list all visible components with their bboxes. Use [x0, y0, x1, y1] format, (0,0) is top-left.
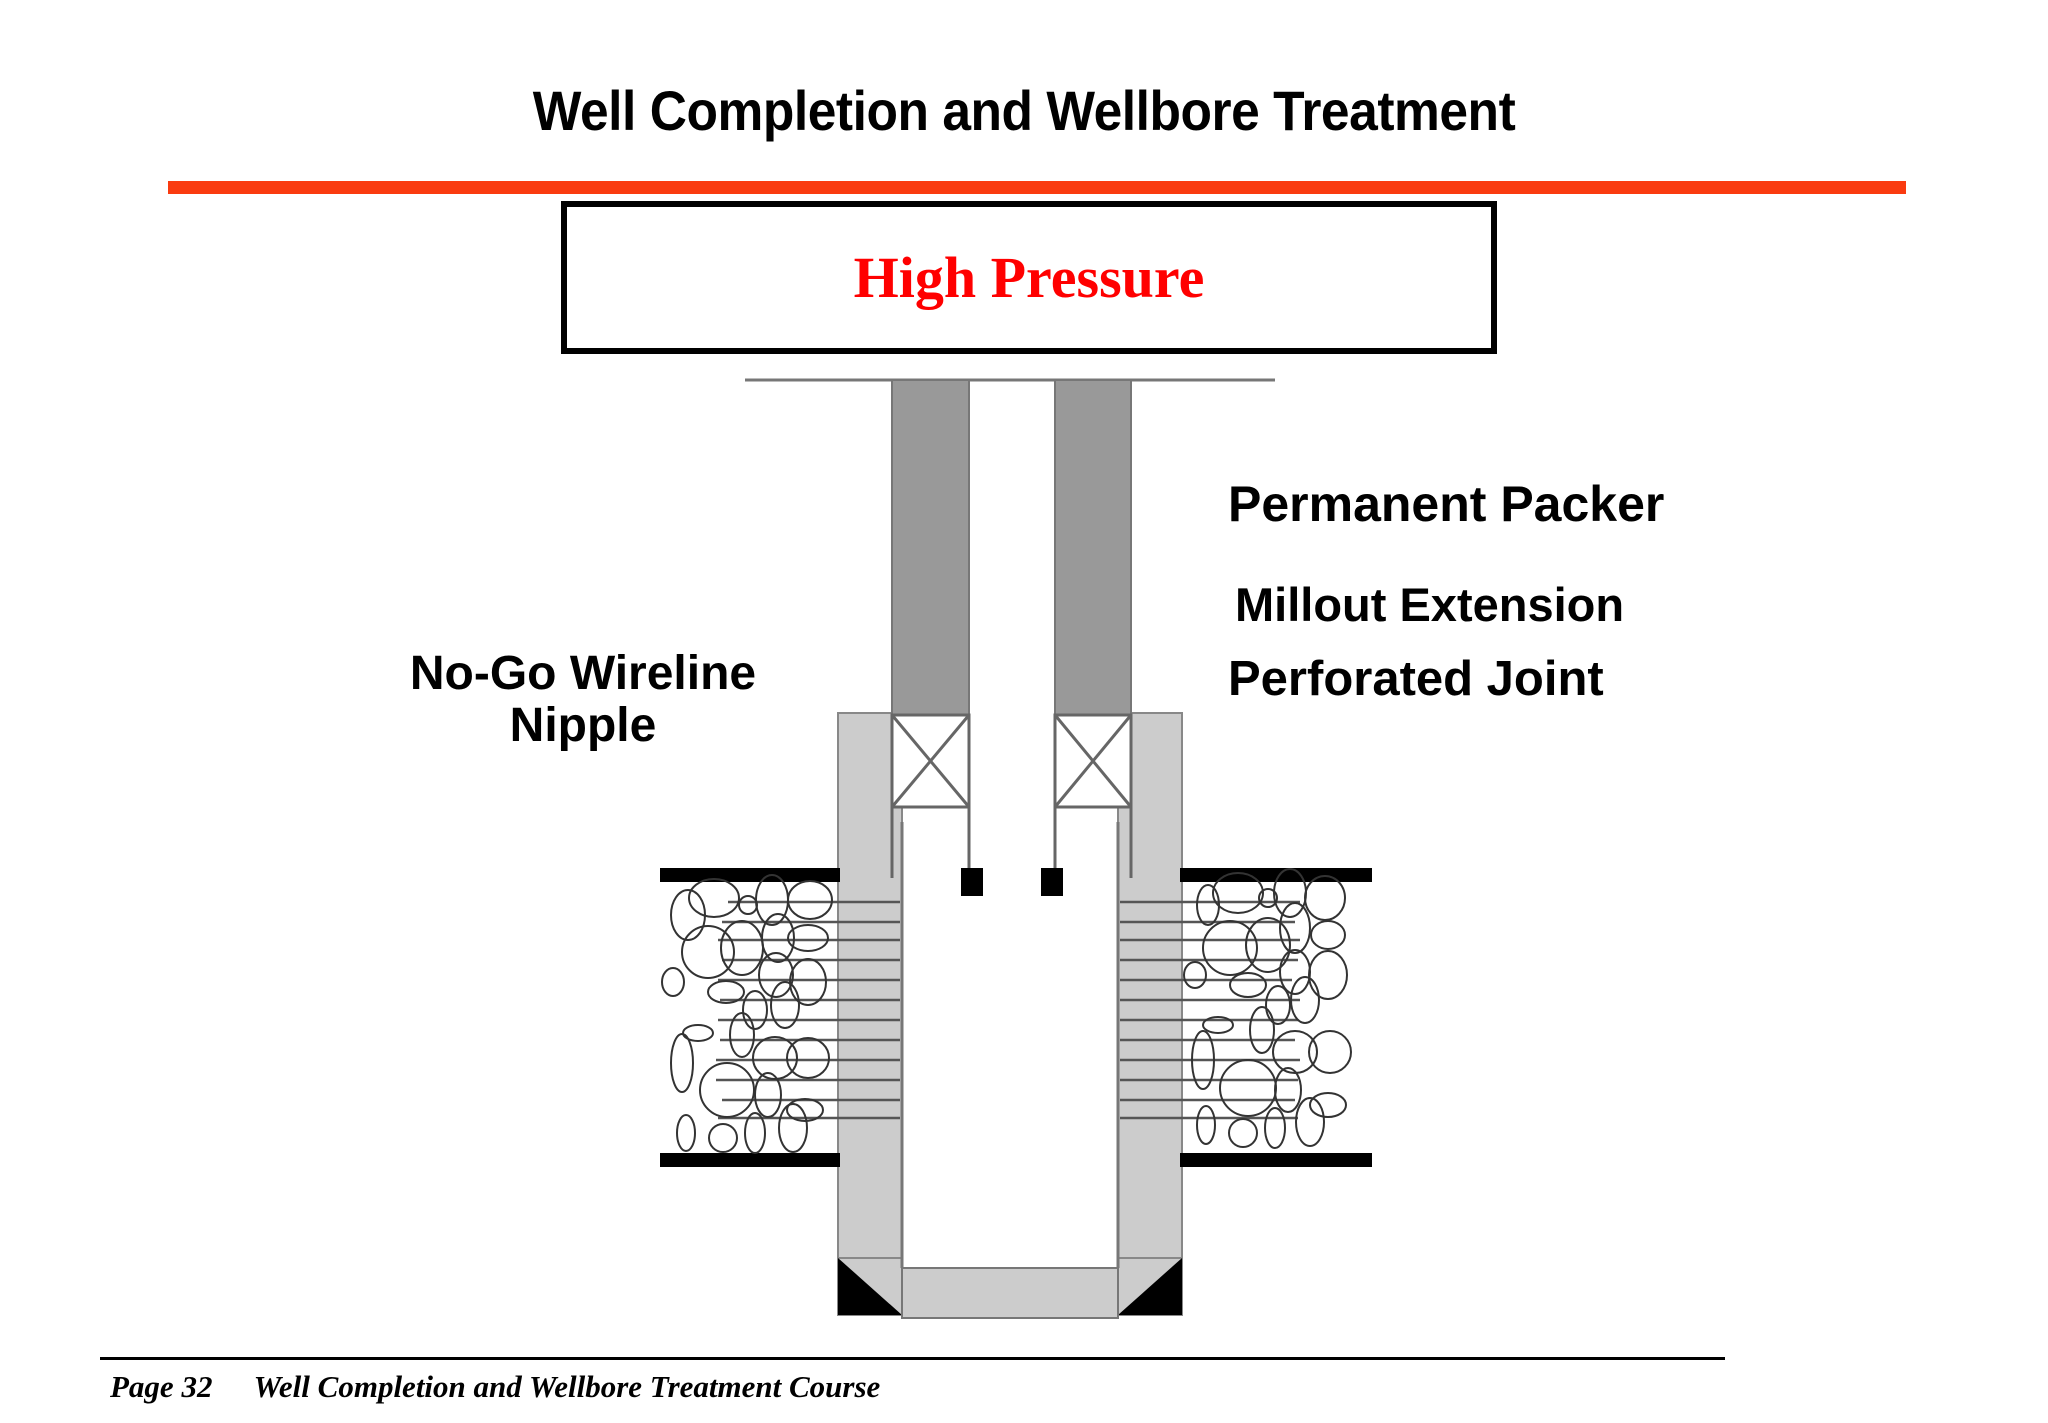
- label-perforated-joint: Perforated Joint: [1228, 652, 1604, 706]
- page-title: Well Completion and Wellbore Treatment: [532, 79, 1516, 142]
- right-tubing-string: [1054, 379, 1132, 716]
- left-producing-formation: [660, 868, 900, 1167]
- high-pressure-callout-box: High Pressure: [561, 201, 1497, 354]
- footer-page-number: Page 32: [110, 1369, 213, 1404]
- right-casing-wall: [1117, 712, 1183, 1316]
- title-divider-rule: [168, 181, 1906, 194]
- label-millout-extension: Millout Extension: [1235, 578, 1625, 631]
- left-tubing-string: [891, 379, 970, 716]
- footer: Page 32 Well Completion and Wellbore Tre…: [110, 1369, 880, 1405]
- right-packer-element: [1053, 713, 1133, 809]
- label-no-go-wireline-nipple: No-Go Wireline Nipple: [318, 648, 848, 752]
- label-permanent-packer: Permanent Packer: [1228, 476, 1665, 532]
- left-no-go-shoulder: [961, 868, 983, 896]
- footer-course-title: Well Completion and Wellbore Treatment C…: [253, 1369, 881, 1404]
- left-casing-wall: [837, 712, 903, 1316]
- right-producing-formation: [1120, 868, 1372, 1167]
- right-no-go-shoulder: [1041, 868, 1063, 896]
- left-packer-element: [890, 713, 971, 809]
- footer-divider-rule: [100, 1357, 1725, 1360]
- label-no-go-line1: No-Go Wireline: [409, 647, 757, 700]
- left-bottom-wedge: [837, 1257, 903, 1316]
- right-bottom-wedge: [1117, 1257, 1183, 1316]
- bottom-plug: [901, 1267, 1119, 1319]
- high-pressure-label: High Pressure: [853, 244, 1205, 310]
- label-no-go-line2: Nipple: [509, 698, 657, 752]
